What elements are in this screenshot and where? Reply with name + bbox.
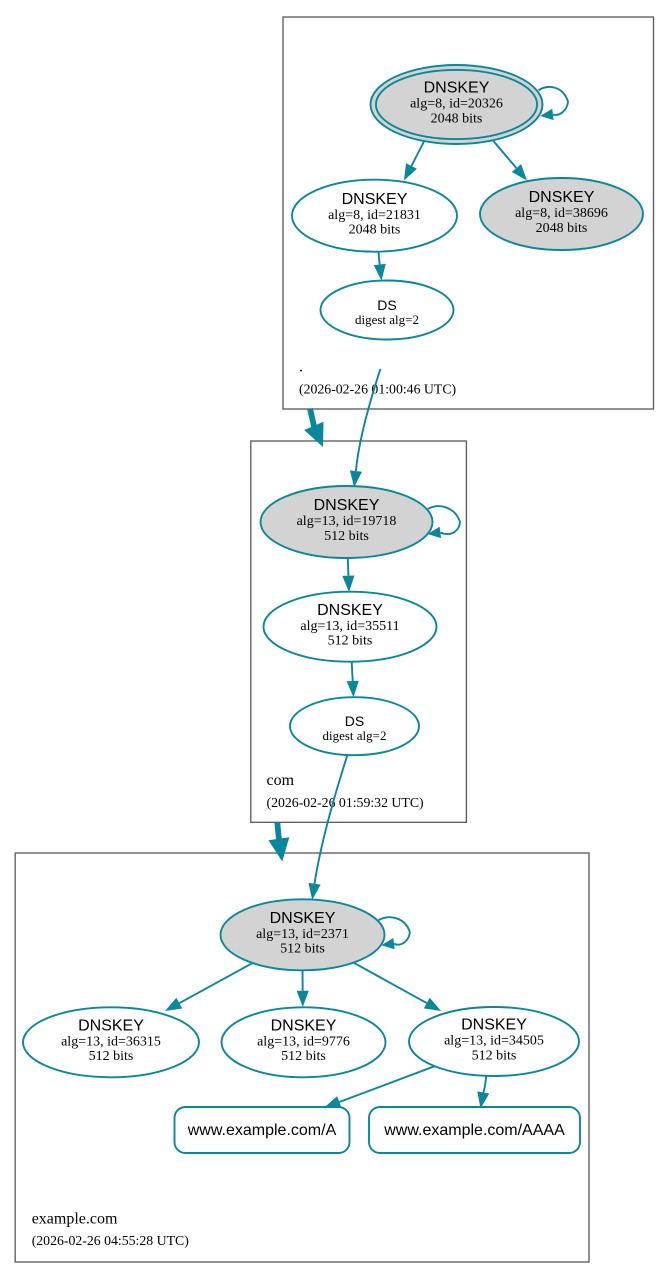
svg-text:512 bits: 512 bits — [280, 942, 325, 957]
svg-text:DNSKEY: DNSKEY — [424, 80, 490, 97]
svg-text:alg=13, id=35511: alg=13, id=35511 — [300, 619, 399, 634]
svg-text:(2026-02-26 01:00:46 UTC): (2026-02-26 01:00:46 UTC) — [299, 382, 456, 398]
svg-text:DNSKEY: DNSKEY — [342, 191, 408, 208]
svg-text:512 bits: 512 bits — [324, 529, 369, 544]
svg-text:512 bits: 512 bits — [89, 1049, 134, 1064]
svg-text:DS: DS — [377, 297, 396, 313]
svg-text:DS: DS — [345, 713, 364, 729]
svg-text:alg=13, id=9776: alg=13, id=9776 — [257, 1035, 350, 1050]
svg-text:DNSKEY: DNSKEY — [461, 1017, 527, 1034]
svg-text:DNSKEY: DNSKEY — [529, 189, 595, 206]
svg-text:2048 bits: 2048 bits — [536, 221, 588, 236]
svg-text:(2026-02-26 04:55:28 UTC): (2026-02-26 04:55:28 UTC) — [32, 1233, 189, 1249]
svg-text:com: com — [267, 772, 295, 789]
svg-text:512 bits: 512 bits — [472, 1048, 517, 1063]
svg-text:alg=8, id=38696: alg=8, id=38696 — [515, 206, 608, 221]
svg-text:.: . — [299, 359, 303, 376]
svg-text:DNSKEY: DNSKEY — [270, 910, 336, 927]
svg-text:(2026-02-26 01:59:32 UTC): (2026-02-26 01:59:32 UTC) — [267, 795, 424, 811]
svg-text:DNSKEY: DNSKEY — [314, 497, 380, 514]
svg-text:example.com: example.com — [32, 1210, 118, 1227]
svg-text:512 bits: 512 bits — [281, 1049, 326, 1064]
svg-text:DNSKEY: DNSKEY — [317, 602, 383, 619]
svg-text:www.example.com/A: www.example.com/A — [187, 1122, 337, 1139]
svg-text:alg=8, id=21831: alg=8, id=21831 — [328, 208, 421, 223]
svg-text:DNSKEY: DNSKEY — [78, 1017, 144, 1034]
svg-text:digest alg=2: digest alg=2 — [355, 312, 419, 327]
svg-text:2048 bits: 2048 bits — [349, 223, 401, 238]
svg-text:2048 bits: 2048 bits — [431, 111, 483, 126]
svg-text:512 bits: 512 bits — [328, 634, 373, 649]
svg-text:alg=8, id=20326: alg=8, id=20326 — [410, 97, 503, 112]
svg-text:digest alg=2: digest alg=2 — [322, 728, 386, 743]
svg-text:DNSKEY: DNSKEY — [271, 1017, 337, 1034]
svg-text:alg=13, id=2371: alg=13, id=2371 — [256, 927, 349, 942]
svg-text:www.example.com/AAAA: www.example.com/AAAA — [383, 1122, 565, 1139]
svg-text:alg=13, id=19718: alg=13, id=19718 — [297, 514, 397, 529]
svg-text:alg=13, id=34505: alg=13, id=34505 — [444, 1034, 544, 1049]
svg-text:alg=13, id=36315: alg=13, id=36315 — [61, 1035, 161, 1050]
